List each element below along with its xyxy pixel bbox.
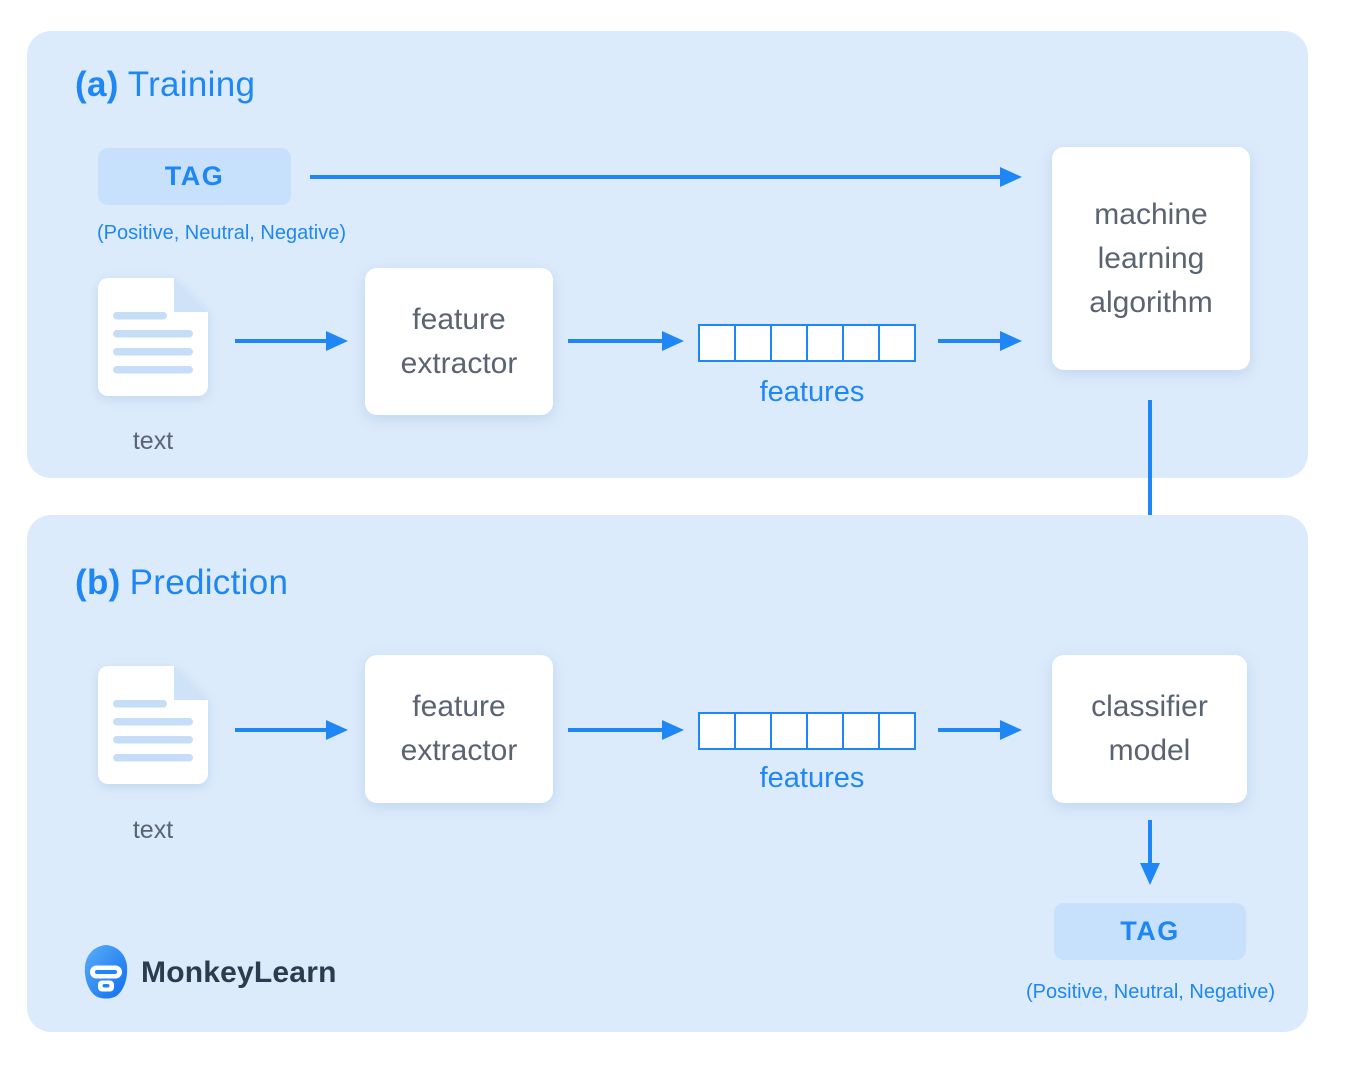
training-section-prefix: (a) [75, 65, 119, 104]
prediction-tag-label: TAG [1120, 916, 1180, 946]
training-features-label: features [759, 376, 865, 408]
arrow-features-to-algorithm-icon [938, 339, 1000, 343]
machine-learning-algorithm-box: machine learning algorithm [1052, 147, 1250, 370]
training-feature-extractor-box: feature extractor [365, 268, 553, 415]
monkeylearn-logo-icon [83, 945, 129, 1000]
feature-cell [842, 712, 880, 750]
training-section-label: Training [127, 65, 256, 104]
arrow-algorithm-to-model-icon [1148, 400, 1152, 593]
feature-cell [842, 324, 880, 362]
prediction-section-label: Prediction [129, 563, 289, 602]
feature-cell [878, 324, 916, 362]
feature-cell [806, 324, 844, 362]
training-tag-label: TAG [164, 161, 225, 191]
prediction-section-title: (b)Prediction [75, 563, 288, 603]
training-tag-box: TAG [98, 148, 291, 205]
arrow-text-to-extractor-icon [235, 339, 326, 343]
arrow-tag-to-algorithm-icon [310, 175, 1000, 179]
training-document-icon [98, 278, 208, 401]
prediction-document-icon [98, 666, 208, 789]
feature-cell [698, 324, 736, 362]
prediction-features-label: features [759, 762, 865, 794]
prediction-panel: (b)Prediction text feature extractor fea… [27, 515, 1308, 1032]
arrow-features-to-model-icon [938, 728, 1000, 732]
training-panel: (a)Training TAG (Positive, Neutral, Nega… [27, 31, 1308, 478]
training-feature-vector [698, 324, 916, 362]
feature-cell [878, 712, 916, 750]
feature-cell [770, 324, 808, 362]
prediction-text-label: text [132, 816, 174, 844]
prediction-section-prefix: (b) [75, 563, 121, 602]
training-tag-options: (Positive, Neutral, Negative) [97, 222, 346, 244]
arrow-extractor-to-features-icon [568, 728, 662, 732]
arrow-model-to-tag-icon [1148, 820, 1152, 863]
arrow-extractor-to-features-icon [568, 339, 662, 343]
training-text-label: text [132, 427, 174, 455]
feature-cell [698, 712, 736, 750]
machine-learning-algorithm-label: machine learning algorithm [1089, 197, 1213, 319]
classifier-model-box: classifier model [1052, 655, 1247, 803]
classifier-model-label: classifier model [1091, 690, 1208, 767]
feature-cell [734, 712, 772, 750]
arrow-text-to-extractor-icon [235, 728, 326, 732]
feature-cell [806, 712, 844, 750]
feature-cell [734, 324, 772, 362]
training-feature-extractor-label: feature extractor [400, 302, 518, 380]
prediction-tag-box: TAG [1054, 903, 1246, 960]
training-section-title: (a)Training [75, 65, 255, 105]
monkeylearn-logo-text: MonkeyLearn [141, 955, 337, 989]
monkeylearn-logo: MonkeyLearn [83, 945, 337, 1000]
feature-cell [770, 712, 808, 750]
prediction-feature-extractor-label: feature extractor [400, 690, 518, 767]
prediction-feature-vector [698, 712, 916, 750]
prediction-feature-extractor-box: feature extractor [365, 655, 553, 803]
prediction-tag-options: (Positive, Neutral, Negative) [1026, 981, 1275, 1003]
